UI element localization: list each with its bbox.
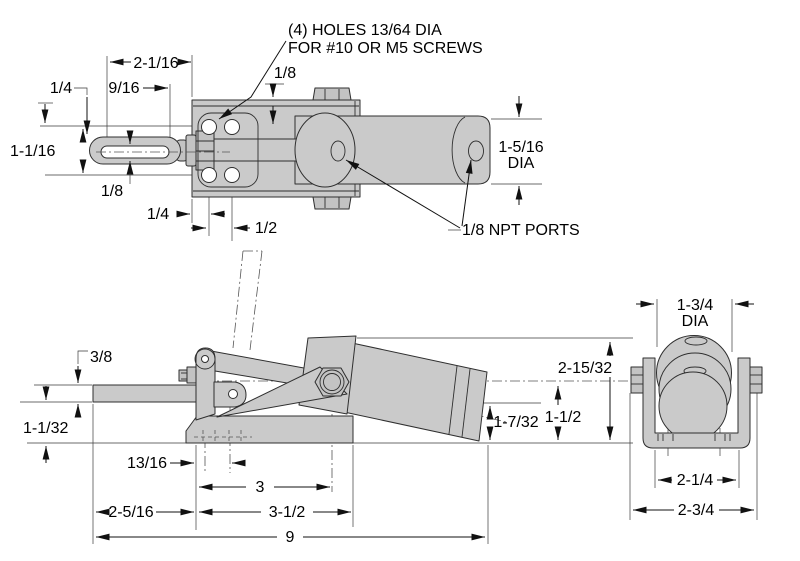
- dim-cylinder-dia: 1-5/16 DIA: [498, 96, 544, 205]
- dimension-label: 3/8: [90, 349, 112, 366]
- dimension-label: 1-7/32: [493, 414, 538, 431]
- dimension-label: 1-1/2: [545, 409, 582, 426]
- dimension-label: 2-3/4: [678, 502, 715, 519]
- dim-offset: 9/16: [108, 80, 168, 97]
- dim-overall-height: 2-15/32: [558, 342, 614, 440]
- dim-overall-length: 9: [96, 529, 485, 546]
- dimension-label: 1/8: [274, 65, 296, 82]
- dimension-label: 1-1/16: [10, 143, 55, 160]
- clamp-bar: [92, 384, 198, 403]
- tie-rod-nut-top: [312, 87, 352, 101]
- dimension-label: 1/4: [147, 206, 169, 223]
- dimension-label: 1/8: [101, 183, 123, 200]
- dimension-label: 9: [286, 529, 295, 546]
- mounting-bracket: [642, 357, 751, 449]
- note-ports-label: 1/8 NPT PORTS: [462, 222, 580, 239]
- npt-port-end-view: [684, 336, 708, 346]
- dimension-label: 3-1/2: [269, 504, 306, 521]
- dimension-label: 3: [256, 479, 265, 496]
- dim-arm-reach: 2-5/16: [96, 504, 194, 521]
- end-view: 1-3/4 DIA 2-1/4 2-3/4: [629, 297, 763, 520]
- note-holes: (4) HOLES 13/64 DIA FOR #10 OR M5 SCREWS: [218, 22, 483, 120]
- dim-hole-span: 3: [199, 479, 330, 496]
- cylinder-front-circle: [658, 371, 728, 441]
- dimension-label: 2-5/16: [108, 504, 153, 521]
- note-ports: 1/8 NPT PORTS: [345, 159, 580, 239]
- arm-pivot: [194, 348, 216, 370]
- dim-quarter-top: 1/4: [38, 80, 91, 134]
- mounting-hole: [224, 167, 240, 183]
- dimension-label: 2-1/16: [133, 55, 178, 72]
- dimension-label: 1/4: [50, 80, 72, 97]
- dim-plate-edge: 1/8: [265, 65, 296, 124]
- handle-phantom: [232, 250, 263, 351]
- bracket-bolt-right: [749, 366, 763, 394]
- dimension-label: 1-1/32: [23, 420, 68, 437]
- dim-arm-width: 1-1/16: [10, 129, 87, 173]
- dim-slot-width: 1/8: [101, 130, 134, 200]
- npt-port-boss: [330, 140, 346, 162]
- dim-bar-height: 1-1/32: [23, 386, 68, 463]
- dimension-label: 2-1/4: [677, 472, 714, 489]
- air-cylinder-side-view: [343, 342, 488, 442]
- mounting-hole: [201, 167, 217, 183]
- side-view: 3/8 1-1/32 13/16 3 2-5/16: [20, 250, 633, 546]
- dimension-label: 1/2: [255, 220, 277, 237]
- note-holes-line2: FOR #10 OR M5 SCREWS: [288, 40, 483, 57]
- dimension-label: DIA: [682, 313, 709, 330]
- dimension-label: 1-5/16: [498, 139, 543, 156]
- link-pin: [228, 389, 238, 399]
- base-plate: [185, 415, 354, 444]
- adjust-screw: [186, 366, 197, 384]
- dim-outer-width: 2-3/4: [633, 502, 754, 519]
- top-view: 2-1/16 9/16 1/4 1-1/16 1/8: [10, 22, 580, 241]
- dimension-label: 9/16: [108, 80, 139, 97]
- dimension-label: DIA: [508, 155, 535, 172]
- mounting-hole: [201, 119, 217, 135]
- npt-port-cylinder: [468, 140, 484, 162]
- dim-half: 1/2: [191, 220, 277, 237]
- bracket-bolt-left: [630, 366, 644, 394]
- dim-cyl-height: 1-7/32: [486, 406, 539, 440]
- dim-base-length: 3-1/2: [199, 504, 351, 521]
- clevis-nut: [314, 367, 350, 397]
- dimension-label: 1-3/4: [677, 297, 714, 314]
- dim-quarter-bottom: 1/4: [147, 206, 225, 223]
- dim-hole-offset: 13/16: [127, 455, 246, 472]
- dim-inner-width: 2-1/4: [658, 472, 736, 489]
- rod-boss: [294, 112, 356, 188]
- dim-overall-width: 2-1/16: [110, 55, 191, 72]
- dim-end-dia: 1-3/4 DIA: [636, 297, 754, 330]
- mounting-hole: [224, 119, 240, 135]
- tie-rod-nut-bottom: [312, 196, 352, 210]
- note-holes-line1: (4) HOLES 13/64 DIA: [288, 22, 442, 39]
- dimension-label: 13/16: [127, 455, 167, 472]
- dim-bar-thickness: 3/8: [74, 349, 112, 418]
- dim-center-height: 1-1/2: [545, 386, 582, 440]
- dimension-label: 2-15/32: [558, 360, 612, 377]
